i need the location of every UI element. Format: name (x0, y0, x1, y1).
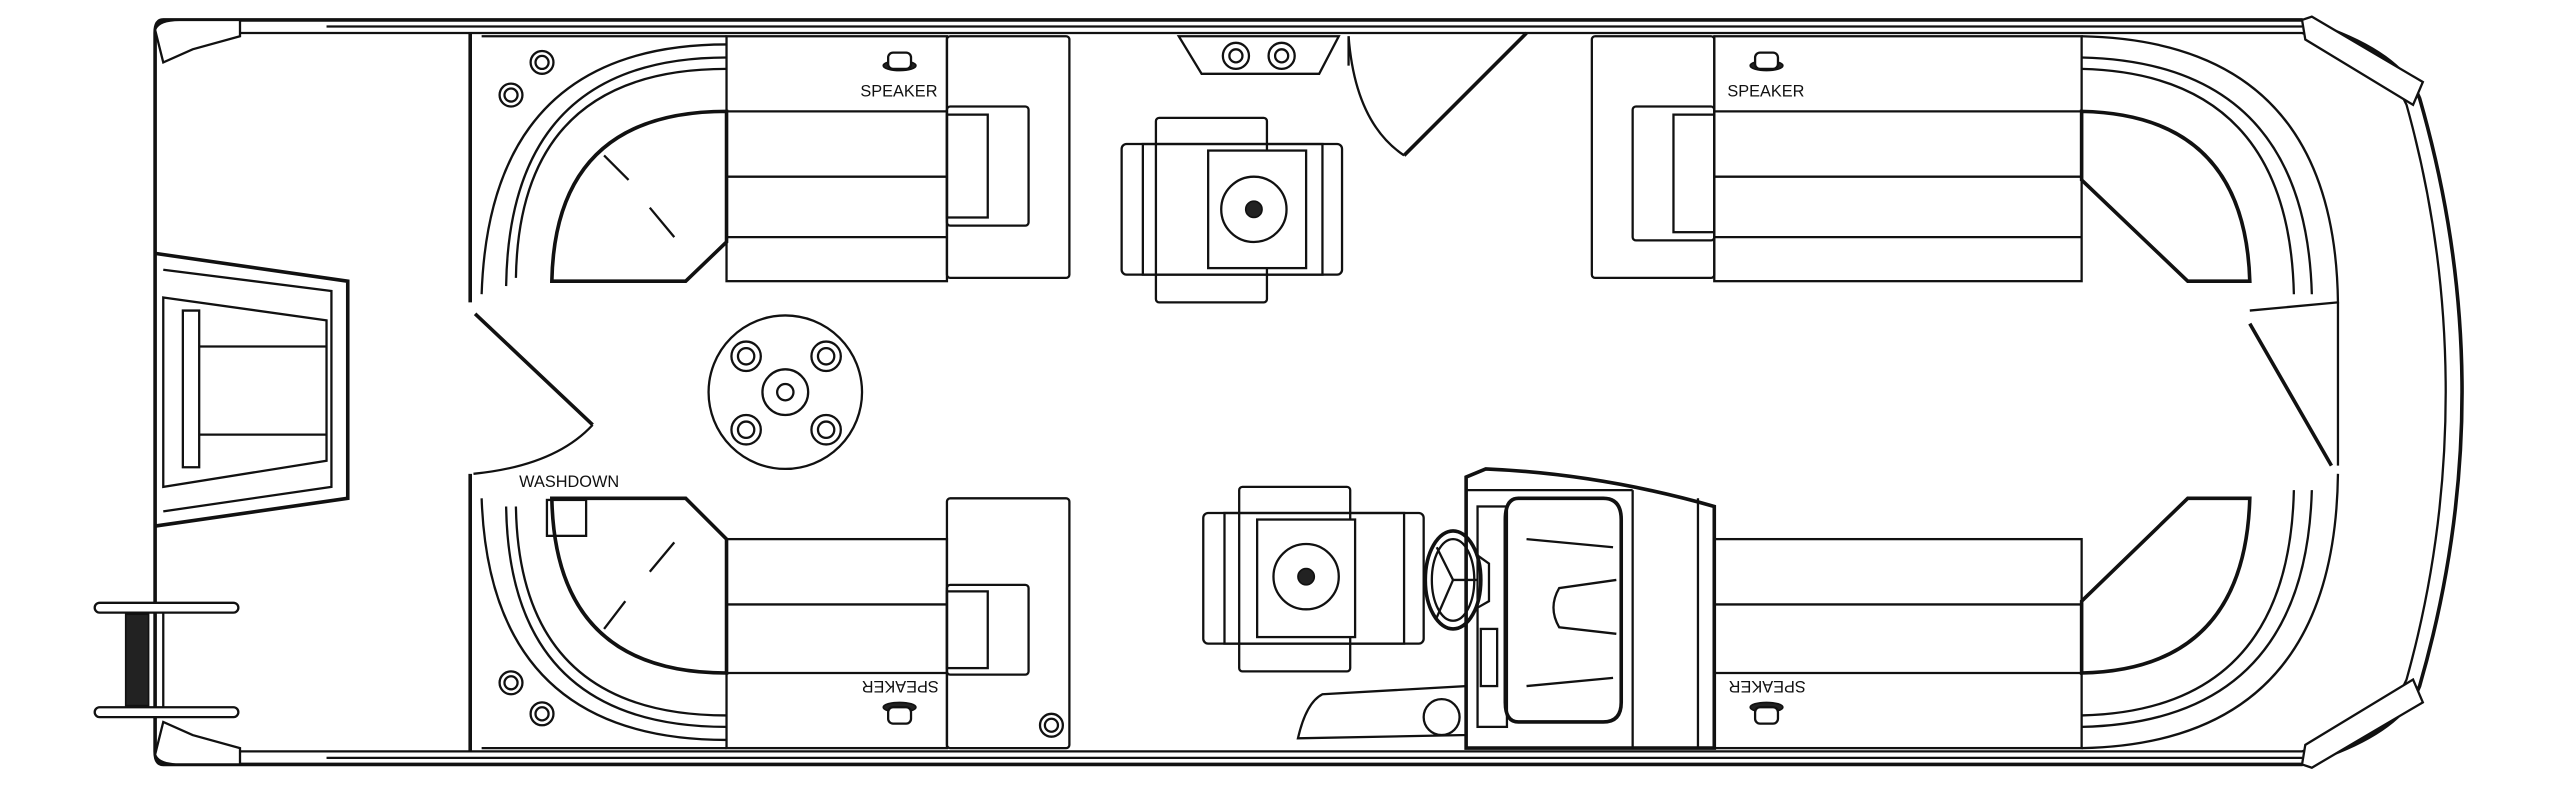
speaker-label: SPEAKER (861, 677, 938, 695)
table (707, 314, 864, 471)
deck-outline (153, 18, 2464, 767)
stern-corner-cap-top (153, 18, 242, 64)
steering-wheel-icon[interactable] (1423, 529, 1491, 631)
captain-chair-top (1120, 116, 1344, 304)
speaker-label: SPEAKER (1728, 677, 1805, 695)
speaker-label: SPEAKER (1727, 83, 1804, 101)
bow-corner-cap-top (2300, 15, 2425, 107)
stern-corner-cap-bottom (153, 720, 242, 766)
bow-gate[interactable] (2248, 302, 2340, 467)
engine-well (154, 251, 350, 528)
front-lounge-top (1590, 35, 2340, 312)
captain-chair-bottom (1202, 485, 1425, 673)
cupholder (1176, 35, 1341, 75)
front-lounge-bottom (1713, 473, 2340, 750)
rear-lounge-bottom (468, 473, 1071, 752)
helm-console (1296, 467, 1717, 750)
bow-corner-cap-bottom (2300, 677, 2425, 769)
side-gate[interactable] (1347, 31, 1528, 157)
rear-gate[interactable] (473, 312, 594, 475)
washdown-label: WASHDOWN (519, 473, 619, 491)
speaker-label: SPEAKER (860, 83, 937, 101)
rear-lounge-top (468, 33, 1071, 303)
boarding-ladder[interactable] (93, 601, 240, 719)
